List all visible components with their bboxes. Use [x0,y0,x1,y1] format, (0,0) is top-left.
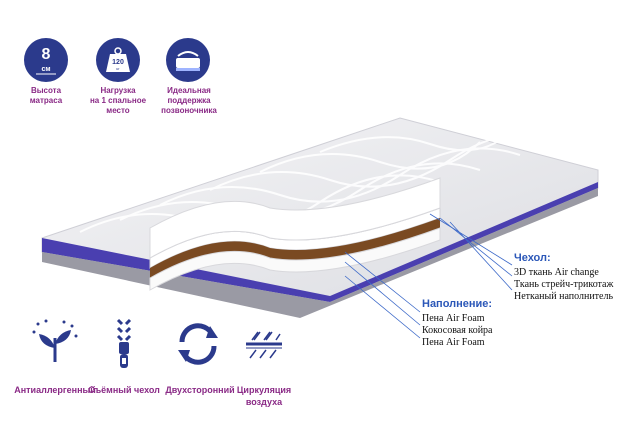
ruler-height-icon: 8 см [36,46,56,75]
air-circulation-label: Циркуляция воздуха [236,385,292,407]
filling-item-2: Кокосовая койра [422,325,493,336]
spine-badge [166,38,210,82]
cover-item-3: Нетканый наполнитель [514,291,614,302]
cover-item-1: 3D ткань Air change [514,267,599,278]
cover-heading: Чехол: [514,252,551,264]
height-label: Высота матраса [29,86,63,105]
hypoallergenic-plant-icon [32,319,78,362]
load-badge: 120 кг [96,38,140,82]
cover-item-2: Ткань стрейч-трикотаж [514,279,614,290]
double-sided-label: Двухсторонний [165,385,235,395]
zipper-icon [116,318,132,368]
air-circulation-icon [246,331,282,359]
load-value: 120 [112,59,124,66]
weight-icon: 120 кг [106,47,130,72]
spine-support-icon [176,51,200,71]
double-sided-arrows-icon [178,323,218,365]
filling-item-3: Пена Air Foam [422,337,485,348]
load-label: Нагрузка на 1 спальное место [89,86,147,115]
load-unit: кг [116,66,120,71]
height-unit: см [41,66,50,73]
height-badge: 8 см [24,38,68,82]
side-mesh [42,188,598,318]
height-value: 8 [42,46,51,63]
spine-label: Идеальная поддержка позвоночника [161,86,217,115]
removable-cover-label: Съёмный чехол [88,385,160,395]
filling-heading: Наполнение: [422,298,493,310]
hypoallergenic-label: Антиаллергенный [14,385,96,395]
filling-item-1: Пена Air Foam [422,313,485,324]
coconut-layer [150,218,440,278]
